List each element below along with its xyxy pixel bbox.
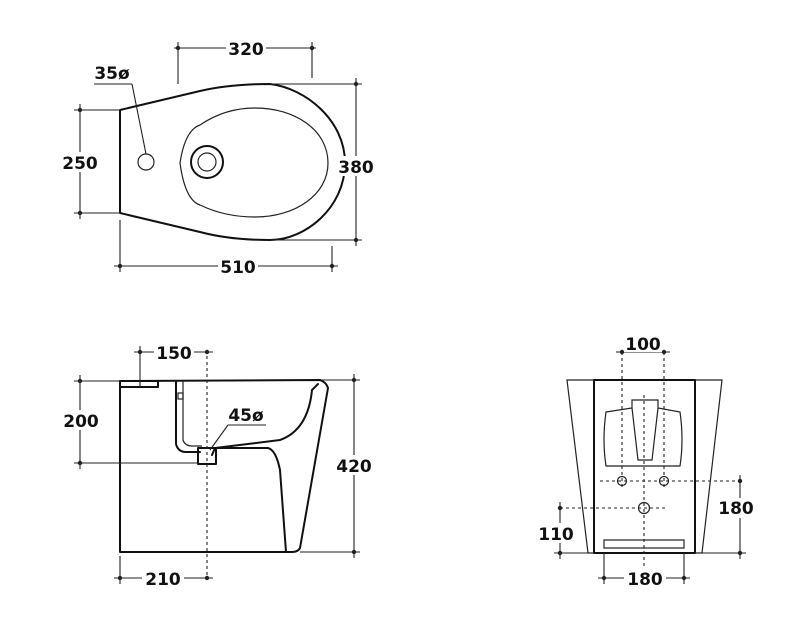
- tap-hole: [137, 153, 155, 171]
- label-180-right: 180: [718, 499, 754, 519]
- label-150: 150: [156, 344, 192, 364]
- label-110: 110: [538, 525, 574, 545]
- label-100: 100: [625, 335, 661, 355]
- top-view: 320 35ø 250 380 510: [58, 38, 376, 278]
- label-200: 200: [63, 412, 99, 432]
- side-view-bowl: [211, 383, 319, 456]
- fixing-hole-right: [658, 475, 670, 487]
- label-210: 210: [145, 570, 181, 590]
- label-180-bottom: 180: [627, 570, 663, 590]
- top-view-bowl: [179, 107, 329, 218]
- top-drain-inner: [197, 152, 217, 172]
- fixing-hole-left: [616, 475, 628, 487]
- label-380: 380: [338, 158, 374, 178]
- label-420: 420: [336, 457, 372, 477]
- label-45-dia: 45ø: [228, 406, 263, 426]
- rear-drain-hole: [637, 501, 651, 515]
- label-35-dia: 35ø: [94, 64, 129, 84]
- label-510: 510: [220, 258, 256, 278]
- rear-view-inner: [603, 399, 683, 467]
- side-view-trap: [215, 447, 287, 553]
- side-view-rim: [175, 380, 201, 453]
- top-drain-outer: [190, 145, 224, 179]
- side-view-outline: [119, 379, 329, 553]
- side-view: 150 200 45ø 420 210: [60, 342, 374, 590]
- label-320: 320: [228, 40, 264, 60]
- rear-view: 100 180 110 180: [536, 334, 760, 590]
- label-250: 250: [62, 154, 98, 174]
